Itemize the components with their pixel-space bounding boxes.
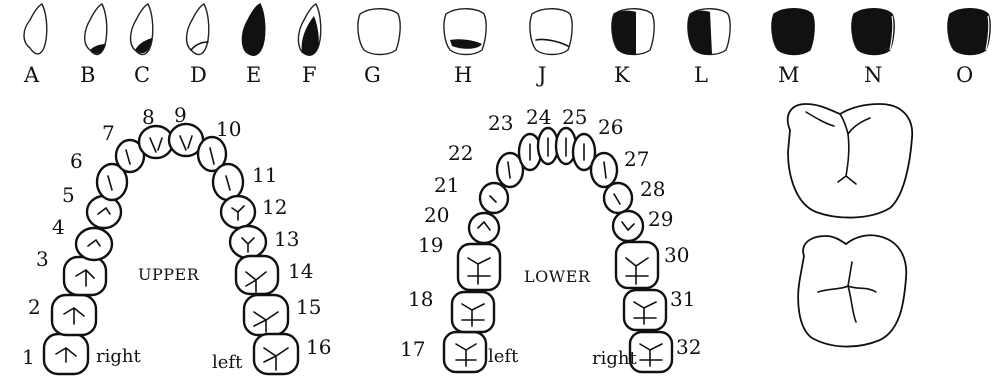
tooth-number: 1 [22, 345, 35, 369]
tooth-number: 16 [306, 335, 331, 359]
tooth-21 [478, 181, 510, 215]
tooth-4 [74, 226, 114, 262]
tooth-number: 12 [262, 195, 287, 219]
tooth-22 [495, 151, 525, 189]
lesion-label: B [80, 63, 95, 87]
lesion-label: F [302, 63, 317, 87]
tooth-number: 5 [62, 183, 75, 207]
upper-left-label: left [212, 352, 243, 373]
upper-arch: UPPER right left 1 2 3 4 5 6 7 8 9 10 11… [22, 103, 331, 376]
lesion-label: H [454, 63, 472, 87]
upper-arch-title: UPPER [138, 265, 200, 284]
lesion-diagram-e [241, 3, 266, 56]
lesion-diagram-a [23, 3, 48, 55]
tooth-5 [85, 194, 123, 230]
tooth-31 [622, 288, 668, 332]
lesion-label: C [134, 63, 150, 87]
tooth-number: 15 [296, 295, 321, 319]
tooth-number: 29 [648, 207, 673, 231]
tooth-32 [628, 330, 674, 374]
lesion-label: J [536, 63, 546, 87]
tooth-number: 22 [448, 141, 473, 165]
molar-occlusal-view [797, 234, 908, 348]
tooth-number: 10 [216, 117, 241, 141]
tooth-number: 18 [408, 287, 433, 311]
tooth-number: 26 [598, 115, 623, 139]
tooth-number: 3 [36, 247, 49, 271]
lesion-diagram-g [357, 8, 401, 56]
tooth-number: 6 [70, 149, 83, 173]
lesion-diagram-j [529, 8, 573, 56]
tooth-number: 27 [624, 147, 649, 171]
tooth-14 [234, 254, 280, 296]
tooth-number: 20 [424, 203, 449, 227]
lesion-label: K [614, 63, 630, 87]
lesion-diagram-n [851, 8, 895, 56]
tooth-number: 7 [102, 121, 115, 145]
tooth-20 [467, 211, 501, 245]
tooth-8 [137, 124, 175, 160]
tooth-number: 4 [52, 215, 65, 239]
lesion-label: M [778, 63, 800, 87]
tooth-16 [252, 332, 300, 376]
lesion-diagram-o [947, 8, 991, 56]
tooth-6 [95, 162, 129, 202]
lower-right-label: right [592, 348, 637, 369]
tooth-28 [602, 181, 634, 215]
tooth-number: 19 [418, 233, 443, 257]
lesion-diagram-b [84, 3, 108, 56]
lesion-diagram-m [771, 8, 815, 56]
lesion-label: G [364, 63, 381, 87]
tooth-number: 8 [142, 105, 155, 129]
tooth-29 [611, 209, 645, 243]
lesion-diagram-d [185, 3, 210, 56]
lesion-label: E [246, 63, 261, 87]
lesion-diagram-c [129, 3, 154, 56]
tooth-number: 21 [434, 173, 459, 197]
lower-arch-title: LOWER [524, 267, 591, 286]
lesion-label: O [956, 63, 973, 87]
tooth-17 [442, 330, 488, 374]
lower-arch: LOWER left right 17 18 19 20 21 22 23 24… [400, 105, 701, 374]
tooth-number: 24 [526, 105, 551, 129]
tooth-13 [228, 224, 268, 260]
lesion-label: L [694, 63, 708, 87]
lesion-diagram-f [297, 3, 322, 56]
upper-right-label: right [96, 346, 141, 367]
tooth-number: 14 [288, 259, 313, 283]
lesion-label: A [23, 63, 40, 87]
tooth-number: 17 [400, 337, 425, 361]
tooth-18 [450, 290, 496, 334]
lesion-diagram-h [443, 8, 487, 56]
tooth-number: 23 [488, 111, 513, 135]
tooth-number: 2 [28, 295, 41, 319]
tooth-number: 30 [664, 243, 689, 267]
tooth-number: 32 [676, 335, 701, 359]
tooth-19 [456, 242, 502, 292]
tooth-7 [114, 138, 146, 174]
tooth-number: 25 [562, 105, 587, 129]
molar-side-view [786, 103, 914, 219]
tooth-number: 28 [640, 177, 665, 201]
lesion-label: D [190, 63, 207, 87]
tooth-3 [62, 255, 108, 297]
tooth-number: 13 [274, 227, 299, 251]
lesion-row: A B C D E F G H J K L M N O [23, 3, 991, 87]
tooth-number: 11 [252, 163, 277, 187]
tooth-number: 31 [670, 287, 695, 311]
tooth-27 [589, 151, 619, 189]
lesion-diagram-l [687, 8, 731, 56]
lesion-label: N [864, 63, 882, 87]
lower-left-label: left [488, 346, 519, 367]
lesion-diagram-k [611, 8, 655, 56]
tooth-number: 9 [174, 103, 187, 127]
